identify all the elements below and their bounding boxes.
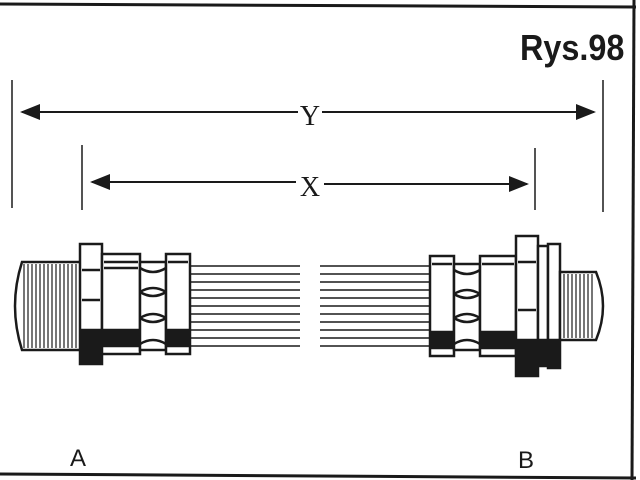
frame-top-line [0,2,637,9]
fitting-b-crimp [452,262,482,352]
end-label-b: B [518,447,534,474]
fitting-a-crimp [138,260,168,352]
frame-right-line [630,0,636,480]
figure-title: Rys.98 [520,28,624,68]
end-label-a: A [70,445,86,472]
fitting-a-body-band [102,328,140,348]
fitting-a-nut-shadow [80,328,102,364]
hose-right-segment [320,265,430,347]
dimension-x-label: X [300,172,320,203]
fitting-a [13,242,192,366]
fitting-a-thread-lines [23,264,77,348]
frame-bottom-line [0,472,637,480]
fitting-b-thread-lines [563,274,593,338]
dimension-y-label: Y [300,101,320,132]
hose-left-segment [190,265,300,347]
fitting-b-thread [558,270,605,342]
fitting-b [428,234,605,378]
